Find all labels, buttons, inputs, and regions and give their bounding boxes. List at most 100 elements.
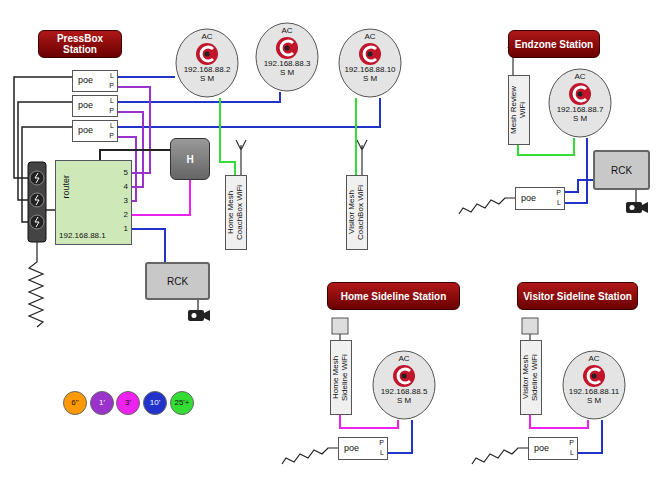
- sideline-antenna: [332, 318, 348, 334]
- access-point: AC192.168.88.10S M: [338, 28, 402, 98]
- network-cable: [388, 420, 412, 453]
- port-label: L: [110, 97, 114, 105]
- mesh-wifi-box: Visitor Mesh Sideline WiFi: [520, 340, 542, 415]
- poe-injector: poePL: [515, 187, 565, 210]
- power-cable: [29, 242, 43, 327]
- network-cable: [118, 98, 380, 127]
- station-name: Home Sideline Station: [341, 291, 447, 302]
- ip-address: 192.168.88.10: [344, 66, 395, 75]
- port-labels: S M: [200, 75, 214, 84]
- logo-dot: [205, 52, 210, 57]
- logo-disc: [583, 365, 605, 387]
- lightning-symbol: [35, 173, 39, 227]
- device-name: AC: [201, 33, 212, 42]
- rck-box: RCK: [593, 150, 650, 190]
- access-point: AC192.168.88.7S M: [548, 68, 612, 138]
- logo-dot: [368, 52, 373, 57]
- access-point: AC 192.168.88.2S M: [175, 28, 239, 98]
- antenna-mount: [340, 334, 530, 340]
- device-name: Home Mesh Sideline WiFi: [332, 343, 350, 412]
- port-label: L: [110, 72, 114, 80]
- network-cable: [340, 415, 398, 428]
- port-label: L: [557, 199, 561, 207]
- camera-body: [626, 202, 642, 213]
- camera-cable: [635, 190, 636, 202]
- port-number: 5: [124, 169, 128, 178]
- port-labels: S M: [587, 397, 601, 406]
- device-name: poe: [534, 444, 549, 454]
- legend-swatch: 6": [63, 391, 87, 415]
- legend-swatch: 1': [90, 391, 114, 415]
- logo-disc: [276, 37, 298, 59]
- logo-mark: [201, 47, 213, 61]
- device-name: Home Mesh CoachBox WiFi: [227, 178, 245, 247]
- camera-icon: [188, 310, 210, 321]
- port-label: P: [109, 82, 114, 90]
- port-label: L: [110, 122, 114, 130]
- power-cable: [282, 448, 338, 464]
- station-title: Home Sideline Station: [327, 282, 460, 310]
- port-label: P: [379, 439, 384, 447]
- device-name: H: [186, 154, 193, 165]
- logo-mark: [281, 41, 293, 55]
- station-name: Endzone Station: [515, 39, 593, 50]
- router-box: router192.168.88.154321: [55, 160, 132, 245]
- logo-disc: [393, 365, 415, 387]
- power-strip: [28, 162, 46, 242]
- camera-lens: [642, 202, 648, 213]
- access-point: AC192.168.88.5S M: [372, 350, 436, 420]
- logo-disc: [196, 43, 218, 65]
- access-point-outline: [549, 69, 611, 137]
- device-name: RCK: [611, 165, 632, 176]
- legend-swatch: 10': [143, 391, 167, 415]
- camera-body: [188, 310, 204, 321]
- logo-disc: [359, 43, 381, 65]
- device-name: poe: [78, 101, 93, 111]
- port-label: P: [109, 107, 114, 115]
- device-name: AC: [588, 355, 599, 364]
- logo-dot: [592, 374, 597, 379]
- port-number: 1: [124, 225, 128, 234]
- logo-mark: [364, 47, 376, 61]
- device-name: router: [62, 175, 72, 199]
- logo-dot: [285, 46, 290, 51]
- station-name: PressBox Station: [43, 33, 117, 55]
- camera-dot: [192, 313, 197, 318]
- camera-lens: [204, 310, 210, 321]
- logo-mark: [398, 369, 410, 383]
- camera-dot: [630, 205, 635, 210]
- device-name: Mesh Review WiFi: [510, 78, 528, 142]
- network-cable: [100, 150, 170, 160]
- mesh-wifi-box: Home Mesh Sideline WiFi: [330, 340, 352, 415]
- rck-box: RCK: [145, 262, 210, 300]
- poe-injector: poePL: [528, 437, 578, 460]
- ip-address: 192.168.88.2: [184, 66, 231, 75]
- port-number: 4: [124, 183, 128, 192]
- device-name: AC: [364, 33, 375, 42]
- station-title: Endzone Station: [508, 30, 600, 58]
- poe-injector: poeLP: [72, 70, 118, 92]
- legend-swatch: 25'+: [170, 391, 194, 415]
- antenna: [357, 140, 367, 175]
- network-cable: [578, 420, 602, 453]
- port-labels: S M: [573, 115, 587, 124]
- mesh-wifi-box: Mesh Review WiFi: [508, 75, 530, 145]
- access-point-outline: [176, 29, 238, 97]
- camera-icon: [626, 202, 648, 213]
- access-point-outline: [563, 351, 625, 419]
- camera-cables: [198, 190, 636, 310]
- mesh-wifi-box: Visitor Mesh CoachBox WiFi: [346, 175, 368, 250]
- port-label: P: [556, 189, 561, 197]
- device-name: AC: [574, 73, 585, 82]
- port-number: 3: [124, 197, 128, 206]
- poe-injector: poe LP: [72, 95, 118, 117]
- network-cable: [118, 76, 175, 78]
- network-cable: [565, 180, 593, 192]
- legend-swatch: 3': [116, 391, 140, 415]
- legend-label: 3': [125, 399, 131, 408]
- port-label: P: [109, 132, 114, 140]
- ip-address: 192.168.88.11: [569, 388, 620, 397]
- network-cable: [132, 229, 165, 262]
- device-name: AC: [398, 355, 409, 364]
- port-number: 2: [124, 211, 128, 220]
